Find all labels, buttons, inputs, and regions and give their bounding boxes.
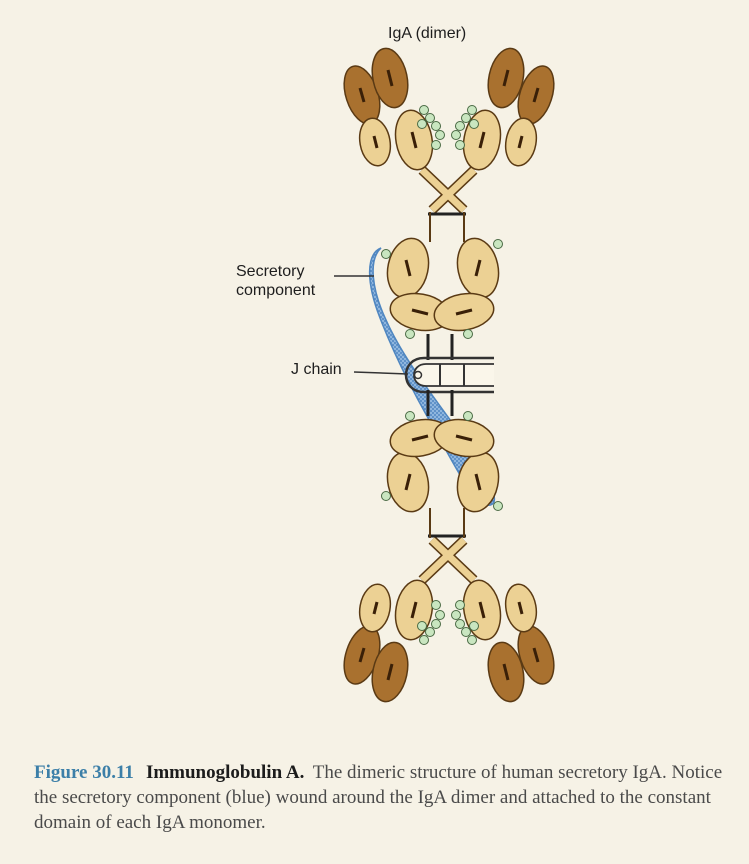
- secretory-component-label: Secretory component: [236, 262, 315, 300]
- iga-monomer-top: [338, 45, 561, 360]
- figure-caption: Figure 30.11 Immunoglobulin A. The dimeri…: [34, 760, 734, 835]
- figure-caption-text: The dimeric structure of human secretory…: [34, 762, 722, 833]
- iga-dimer-label: IgA (dimer): [388, 24, 466, 43]
- iga-dimer-diagram: [0, 0, 749, 760]
- j-chain-leader: [354, 372, 408, 374]
- secretory-label-line2: component: [236, 281, 315, 300]
- secretory-label-line1: Secretory: [236, 262, 315, 281]
- iga-monomer-bottom: [338, 390, 561, 705]
- figure-number: Figure 30.11: [34, 762, 134, 783]
- j-chain-label: J chain: [291, 360, 342, 379]
- figure-title: Immunoglobulin A.: [146, 762, 304, 783]
